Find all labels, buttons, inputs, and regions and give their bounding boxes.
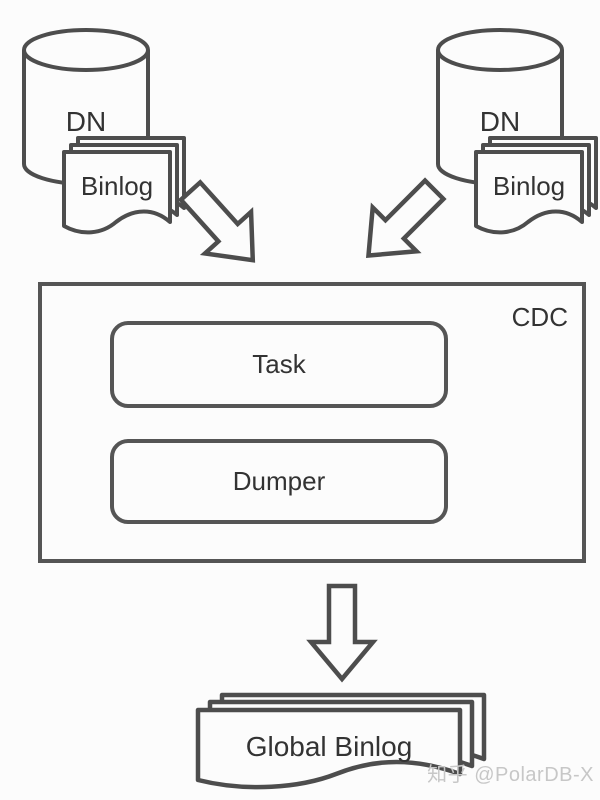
dumper-node: Dumper bbox=[110, 439, 448, 524]
cdc-container: CDC bbox=[38, 282, 586, 563]
global-binlog-label: Global Binlog bbox=[245, 731, 413, 762]
arrow-down-left-icon bbox=[342, 164, 459, 281]
arrow-down-right-icon bbox=[164, 167, 280, 285]
document-stack-icon bbox=[195, 690, 494, 800]
dn-left-label: DN bbox=[65, 106, 107, 137]
task-label: Task bbox=[252, 349, 306, 379]
dn-right-label: DN bbox=[479, 106, 521, 137]
document-stack-icon bbox=[62, 136, 194, 246]
document-stack-icon bbox=[474, 136, 600, 246]
task-node: Task bbox=[110, 321, 448, 408]
arrow-down-icon bbox=[306, 583, 378, 683]
watermark: 知乎 @PolarDB-X bbox=[427, 764, 594, 786]
cdc-label: CDC bbox=[511, 302, 568, 332]
dumper-label: Dumper bbox=[232, 466, 326, 496]
binlog-left-label: Binlog bbox=[80, 171, 154, 201]
binlog-right-label: Binlog bbox=[492, 171, 566, 201]
